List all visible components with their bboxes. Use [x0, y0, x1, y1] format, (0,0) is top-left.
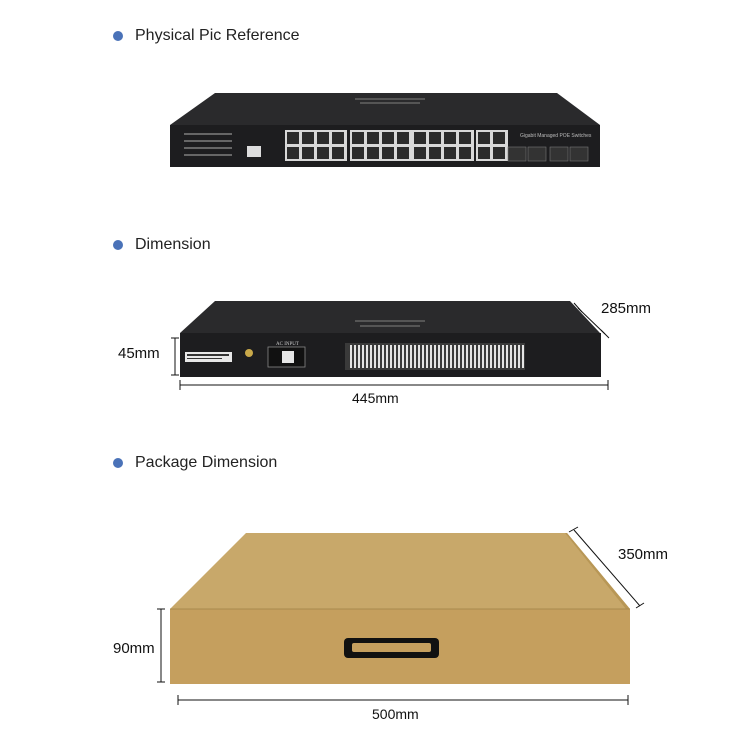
rj45-port — [429, 147, 441, 159]
vent-slot — [494, 345, 496, 368]
section-title: Package Dimension — [135, 454, 278, 471]
rj45-port — [302, 132, 314, 144]
rj45-port — [367, 147, 379, 159]
vent-slot — [430, 345, 432, 368]
vent-slot — [434, 345, 436, 368]
rj45-port — [317, 147, 329, 159]
vent-slot — [522, 345, 524, 368]
section-physical-heading: Physical Pic Reference — [113, 27, 300, 45]
vent-slot — [374, 345, 376, 368]
ac-input-label: AC INPUT — [276, 342, 299, 347]
vent-slot — [366, 345, 368, 368]
rj45-port — [352, 132, 364, 144]
vent-slot — [394, 345, 396, 368]
vent-slot — [402, 345, 404, 368]
vent-slot — [386, 345, 388, 368]
vent-slot — [358, 345, 360, 368]
rj45-port — [444, 132, 456, 144]
vent-slot — [470, 345, 472, 368]
rj45-port — [478, 132, 490, 144]
package-height-label: 90mm — [113, 640, 155, 657]
vent-slot — [442, 345, 444, 368]
rj45-port — [459, 147, 471, 159]
vent-slot — [354, 345, 356, 368]
vent-slot — [498, 345, 500, 368]
vent-slot — [478, 345, 480, 368]
rj45-port — [459, 132, 471, 144]
rj45-port — [317, 132, 329, 144]
rj45-port — [367, 132, 379, 144]
rj45-port — [352, 147, 364, 159]
vent-slot — [518, 345, 520, 368]
vent-slot — [422, 345, 424, 368]
section-package-heading: Package Dimension — [113, 454, 277, 472]
bullet-icon — [113, 31, 123, 41]
switch-width-label: 445mm — [352, 390, 399, 406]
vent-slot — [450, 345, 452, 368]
vent-slot — [502, 345, 504, 368]
vent-slot — [414, 345, 416, 368]
rj45-port — [478, 147, 490, 159]
bullet-icon — [113, 240, 123, 250]
rj45-port — [429, 132, 441, 144]
section-title: Dimension — [135, 236, 211, 253]
rj45-port — [287, 132, 299, 144]
section-dimension-heading: Dimension — [113, 236, 211, 254]
vent-slot — [398, 345, 400, 368]
vent-slot — [510, 345, 512, 368]
vent-slot — [474, 345, 476, 368]
section-title: Physical Pic Reference — [135, 27, 300, 44]
vent-slot — [378, 345, 380, 368]
vent-slot — [514, 345, 516, 368]
vent-slot — [446, 345, 448, 368]
rj45-port — [493, 147, 505, 159]
rj45-port — [444, 147, 456, 159]
rj45-port — [493, 132, 505, 144]
rj45-port — [382, 147, 394, 159]
vent-slot — [462, 345, 464, 368]
vent-slot — [350, 345, 352, 368]
rj45-port — [332, 132, 344, 144]
vent-slot — [506, 345, 508, 368]
vent-slot — [410, 345, 412, 368]
vent-slot — [466, 345, 468, 368]
rj45-port — [397, 132, 409, 144]
vent-slot — [490, 345, 492, 368]
vent-slot — [370, 345, 372, 368]
package-width-label: 500mm — [372, 706, 419, 722]
rj45-port — [414, 132, 426, 144]
vent-slot — [454, 345, 456, 368]
switch-height-label: 45mm — [118, 345, 160, 362]
rj45-port — [414, 147, 426, 159]
bullet-icon — [113, 458, 123, 468]
rj45-port — [397, 147, 409, 159]
vent-slot — [458, 345, 460, 368]
switch-depth-label: 285mm — [601, 300, 652, 317]
rj45-port — [287, 147, 299, 159]
rj45-port — [302, 147, 314, 159]
vent-slot — [486, 345, 488, 368]
vent-slot — [438, 345, 440, 368]
vent-slot — [482, 345, 484, 368]
vent-slot — [390, 345, 392, 368]
package-depth-label: 350mm — [618, 546, 669, 563]
rj45-port — [382, 132, 394, 144]
vent-slot — [406, 345, 408, 368]
vent-slot — [382, 345, 384, 368]
vent-slot — [362, 345, 364, 368]
rj45-port — [332, 147, 344, 159]
switch-brand-label: Gigabit Managed POE Switches — [520, 133, 592, 139]
vent-slot — [426, 345, 428, 368]
vent-slot — [418, 345, 420, 368]
